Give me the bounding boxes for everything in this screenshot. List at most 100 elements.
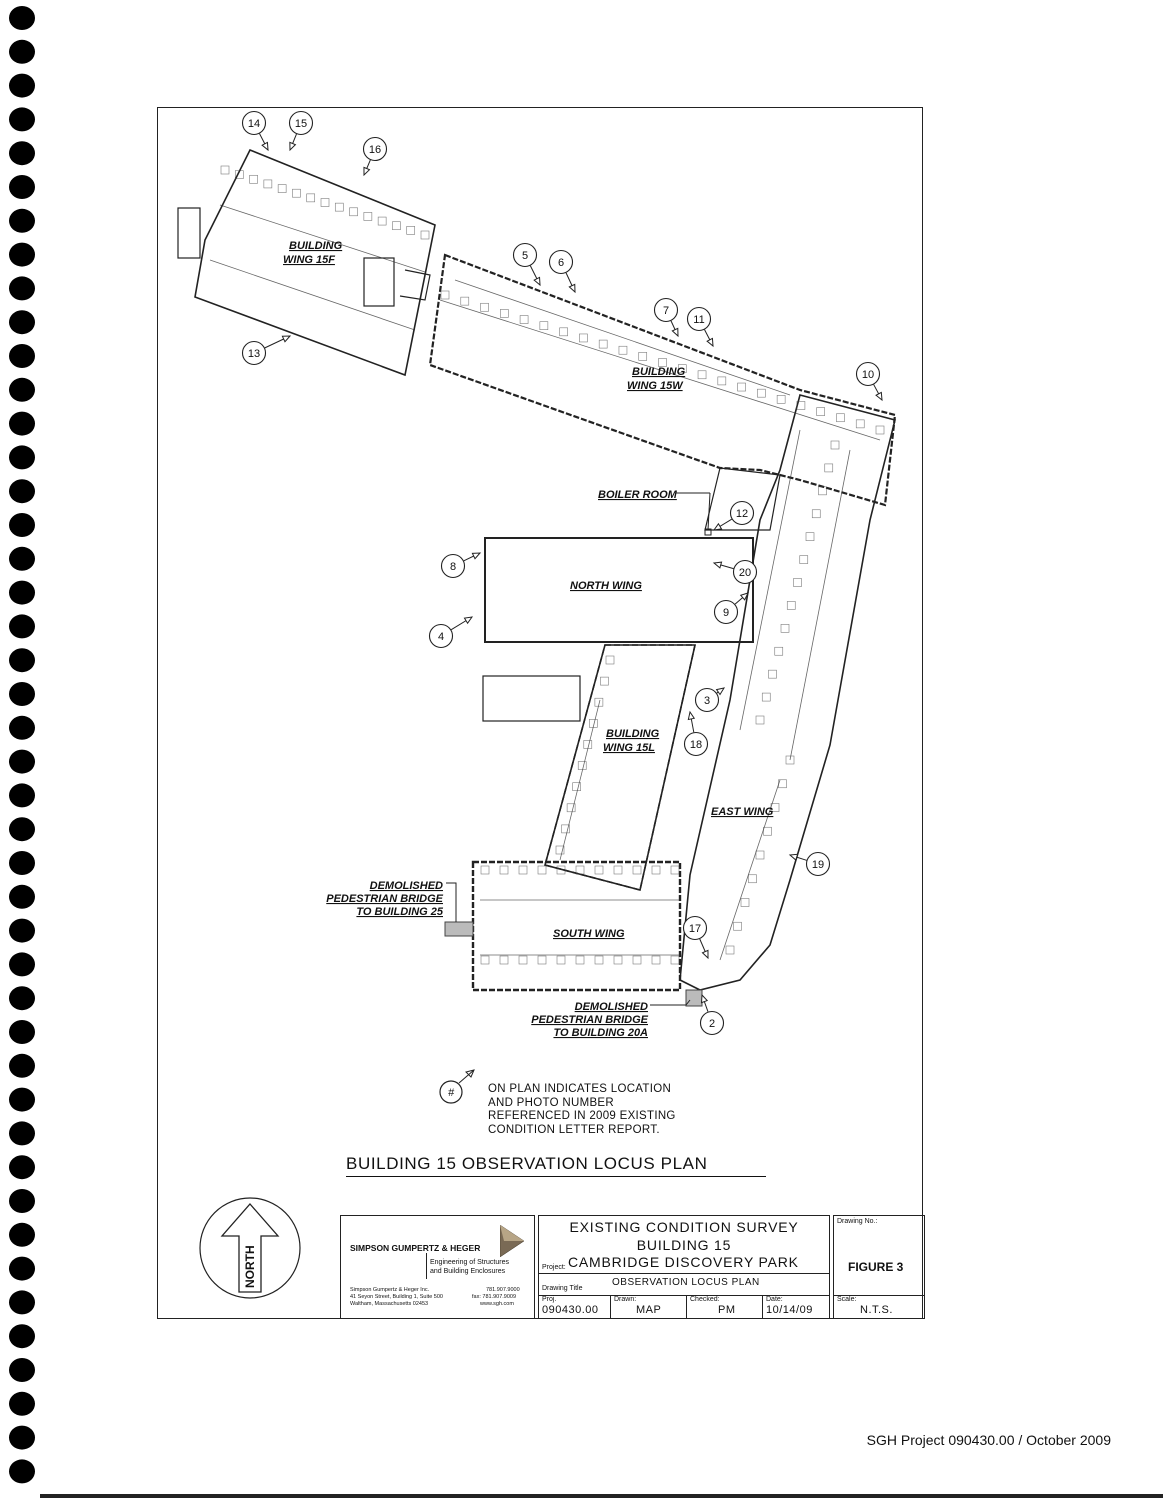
footer-project-note: SGH Project 090430.00 / October 2009 [866,1432,1111,1448]
firm-tagline-1: Engineering of Structures [430,1259,509,1266]
firm-address-3: Waltham, Massachusetts 02453 [350,1301,429,1307]
boiler-room-outline [704,467,781,531]
south-wing-label: SOUTH WING [553,928,625,940]
east-wing-outline [679,394,896,991]
north-label: NORTH [243,1245,257,1288]
photo-marker-10: 10 [855,361,883,402]
legend-text: ON PLAN INDICATES LOCATION AND PHOTO NUM… [488,1083,676,1137]
photo-marker-15: 15 [288,110,314,152]
binding-hole [9,1290,35,1315]
north-wing-outline [484,537,754,643]
photo-marker-number: 11 [693,314,704,326]
binding-hole [9,1155,35,1180]
binding-hole [9,107,35,132]
binding-hole [9,1391,35,1416]
photo-marker-number: 12 [736,508,748,520]
binding-hole [9,1358,35,1382]
photo-marker-7: 7 [653,297,679,338]
binding-hole [9,952,35,977]
binding-hole [9,817,35,842]
binding-hole [9,513,35,537]
photo-marker-number: 13 [248,348,260,360]
binding-hole [9,715,35,740]
binding-hole [9,39,35,64]
photo-marker-number: 15 [295,118,307,130]
binding-hole [9,141,35,166]
photo-marker-19: 19 [788,851,831,877]
binding-hole [9,783,35,808]
drawing-title: OBSERVATION LOCUS PLAN [612,1277,760,1288]
binding-hole [9,1256,35,1281]
bridge-20a-label-1: DEMOLISHED [575,1001,648,1013]
binding-hole [9,1121,35,1146]
binding-hole [9,1324,35,1349]
wing-15f-label-1: BUILDING [289,240,343,252]
wing-15l-label-1: BUILDING [606,728,660,740]
photo-marker-number: 4 [438,631,444,643]
project-line-2: BUILDING 15 [636,1237,732,1253]
bridge-25-label-3: TO BUILDING 25 [356,906,443,918]
binding-hole [9,411,35,436]
binding-hole [9,445,35,470]
drawing-number-panel [833,1215,925,1319]
photo-marker-3: 3 [694,687,726,713]
binding-hole [9,682,35,706]
photo-marker-number: 6 [558,257,564,269]
drawing-date: 10/14/09 [766,1304,813,1316]
photo-marker-number: 5 [522,250,528,262]
plan-title: BUILDING 15 OBSERVATION LOCUS PLAN [346,1154,766,1177]
project-line-3: CAMBRIDGE DISCOVERY PARK [568,1254,799,1270]
wing-15f-outline [194,148,436,377]
photo-marker-16: 16 [362,136,388,177]
binding-hole [9,377,35,402]
drawn-label: Drawn: [614,1296,637,1303]
project-panel [538,1215,830,1319]
scale-label: Scale: [837,1296,857,1303]
date-label: Date: [766,1296,783,1303]
checked-by: PM [718,1304,736,1316]
photo-marker-17: 17 [682,915,709,960]
photo-marker-number: 19 [812,859,824,871]
photo-marker-2: 2 [699,993,725,1036]
photo-marker-number: 10 [862,369,874,381]
firm-tagline-2: and Building Enclosures [430,1268,506,1275]
checked-label: Checked: [690,1296,720,1303]
binding-hole [9,1053,35,1078]
legend-line-1: ON PLAN INDICATES LOCATION [488,1083,672,1095]
firm-address-2: 41 Seyon Street, Building 1, Suite 500 [350,1294,443,1300]
legend-line-4: CONDITION LETTER REPORT. [488,1123,660,1136]
legend-line-3: REFERENCED IN 2009 EXISTING [488,1110,676,1122]
binding-hole [9,749,35,774]
wing-15w-outline [428,253,897,507]
legend-line-2: AND PHOTO NUMBER [488,1096,614,1109]
photo-marker-8: 8 [440,552,482,579]
binding-hole [9,344,35,368]
detached-rect [482,675,581,722]
proj-label: Proj. [542,1296,557,1303]
binding-hole [9,276,35,301]
photo-marker-13: 13 [241,335,292,366]
binding-hole [9,208,35,233]
bridge-20a-label-3: TO BUILDING 20A [553,1027,648,1039]
wing-15f-label-2: WING 15F [283,254,335,266]
binding-holes [9,6,35,1484]
binding-hole [9,1189,35,1213]
photo-marker-12: 12 [712,500,755,531]
scale-value: N.T.S. [860,1304,893,1316]
binding-hole [9,1087,35,1112]
firm-web: www.sgh.com [480,1301,514,1307]
photo-marker-6: 6 [548,249,576,294]
bridge-25-label-1: DEMOLISHED [370,880,443,892]
proj-number: 090430.00 [542,1304,599,1316]
firm-name: SIMPSON GUMPERTZ & HEGER [350,1243,481,1253]
photo-marker-18: 18 [683,710,709,757]
north-wing-label: NORTH WING [570,580,642,592]
firm-panel [340,1215,535,1319]
binding-hole [9,479,35,504]
binding-hole [9,884,35,909]
firm-address-1: Simpson Gumpertz & Heger Inc. [350,1287,430,1293]
binding-hole [9,310,35,335]
binding-hole [9,1020,35,1044]
photo-marker-5: 5 [512,242,541,287]
photo-marker-11: 11 [686,306,714,348]
